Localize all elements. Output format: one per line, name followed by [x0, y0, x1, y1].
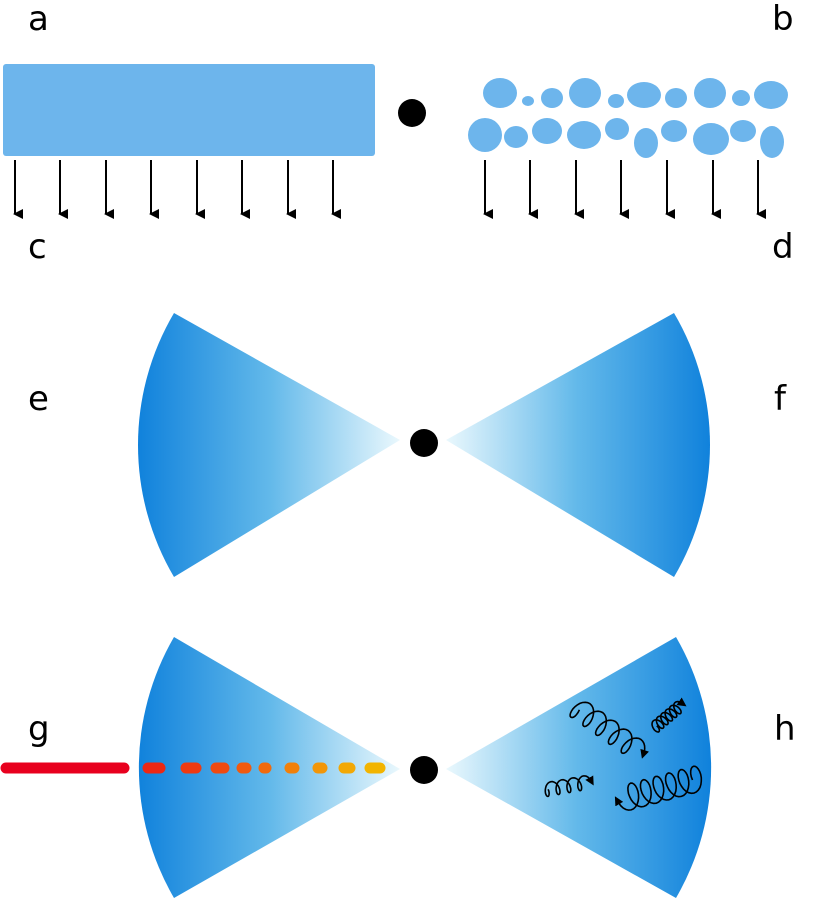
central-object-middle [410, 429, 438, 457]
panel-label-b: b [772, 0, 794, 39]
panel-label-c: c [28, 227, 47, 267]
emission-cone-right-bottom [446, 637, 712, 898]
panel-label-h: h [774, 709, 796, 749]
panel-label-e: e [28, 379, 49, 419]
flux-arrows-right [483, 160, 766, 219]
emission-cone-left-middle [137, 313, 400, 577]
flux-arrows-left [13, 160, 341, 219]
central-object-bottom [410, 756, 438, 784]
helical-particle-paths [544, 697, 703, 811]
emission-cone-right-middle [446, 313, 711, 577]
panel-label-f: f [774, 379, 787, 419]
clumpy-medium [468, 78, 788, 158]
panel-label-a: a [28, 0, 49, 39]
panel-label-g: g [28, 709, 50, 749]
panel-label-d: d [772, 227, 794, 267]
central-object-top [398, 99, 426, 127]
